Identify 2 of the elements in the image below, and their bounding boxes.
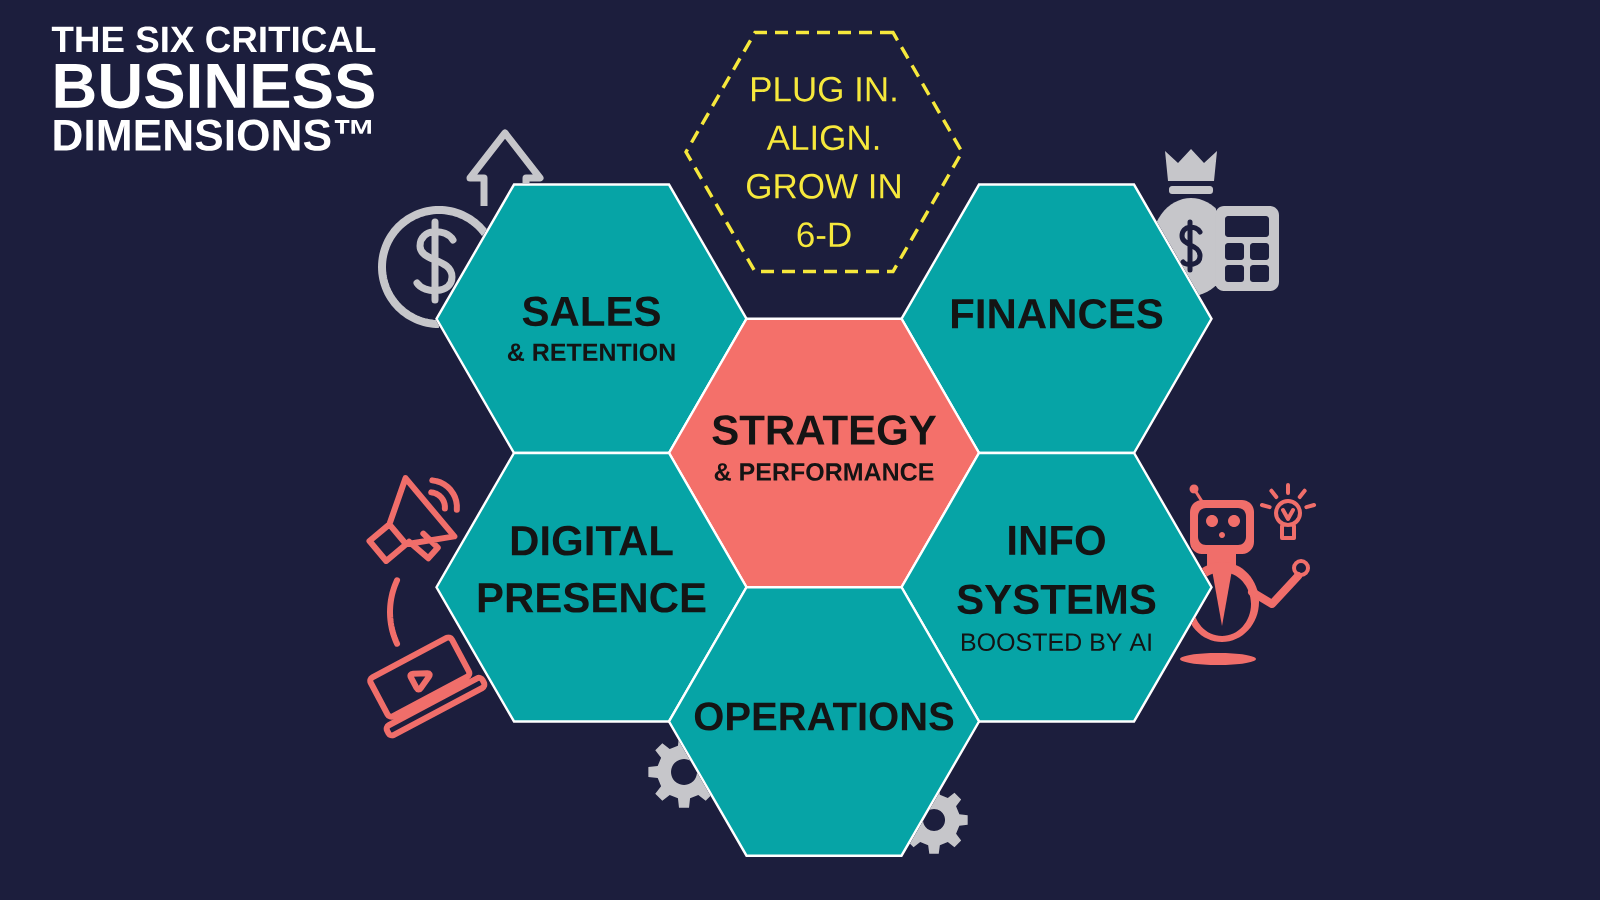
dashed-hexagon: PLUG IN. ALIGN. GROW IN 6-D [684, 30, 964, 274]
title: THE SIX CRITICAL BUSINESS DIMENSIONS™ [51, 26, 376, 151]
